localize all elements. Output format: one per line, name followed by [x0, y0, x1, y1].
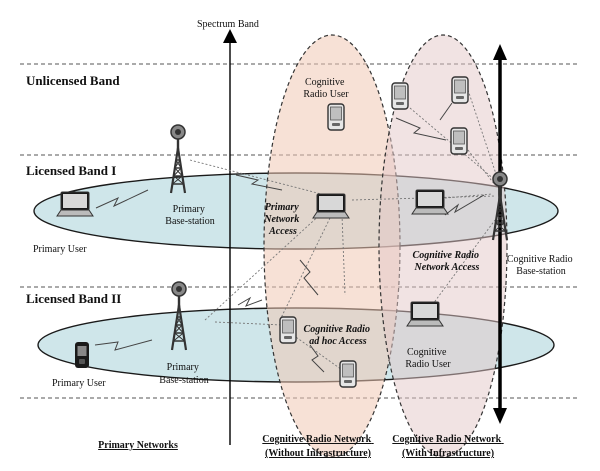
dotted-links [189, 89, 499, 373]
cr-user-top-label: Cognitive Radio User [303, 77, 349, 100]
cr-base-station-label: Cognitive Radio Base-station [507, 254, 575, 277]
primary-bs-1-label: Primary Base-station [165, 204, 214, 227]
crn-with-infrastructure-area [378, 34, 508, 458]
laptop-icon [411, 189, 449, 215]
cr-user-right-label: Cognitive Radio User [405, 347, 451, 370]
primary-user-2-label: Primary User [52, 378, 106, 389]
band-label-unlicensed: Unlicensed Band [26, 73, 120, 88]
pda-icon [279, 316, 297, 344]
primary-user-1-label: Primary User [33, 244, 87, 255]
laptop-icon [406, 301, 444, 327]
cr-adhoc-access-label: Cognitive Radio ad hoc Access [304, 324, 373, 347]
band-label-licensed-2: Licensed Band II [26, 291, 121, 306]
axis-title: Spectrum Band [197, 19, 259, 30]
footer-crn-with: Cognitive Radio Network (With Infrastruc… [392, 434, 503, 459]
pda-icon [327, 103, 345, 131]
cr-axis-top-arrow [493, 44, 507, 60]
footer-primary-networks: Primary Networks [98, 440, 178, 451]
cr-network-access-label: Cognitive Radio Network Access [413, 250, 482, 273]
pda-icon [339, 360, 357, 388]
pda-icon [451, 76, 469, 104]
pda-icon [391, 82, 409, 110]
laptop-icon [312, 193, 350, 219]
laptop-icon [56, 191, 94, 217]
footer-crn-without: Cognitive Radio Network (Without Infrast… [262, 434, 373, 459]
band-label-licensed-1: Licensed Band I [26, 163, 116, 178]
primary-bs-2-label: Primary Base-station [159, 362, 208, 386]
wireless-links [94, 102, 485, 373]
pda-icon [450, 127, 468, 155]
primary-network-access-label: Primary Network Access [263, 202, 302, 237]
phone-icon [75, 342, 89, 368]
cr-axis-bottom-arrow [493, 408, 507, 424]
